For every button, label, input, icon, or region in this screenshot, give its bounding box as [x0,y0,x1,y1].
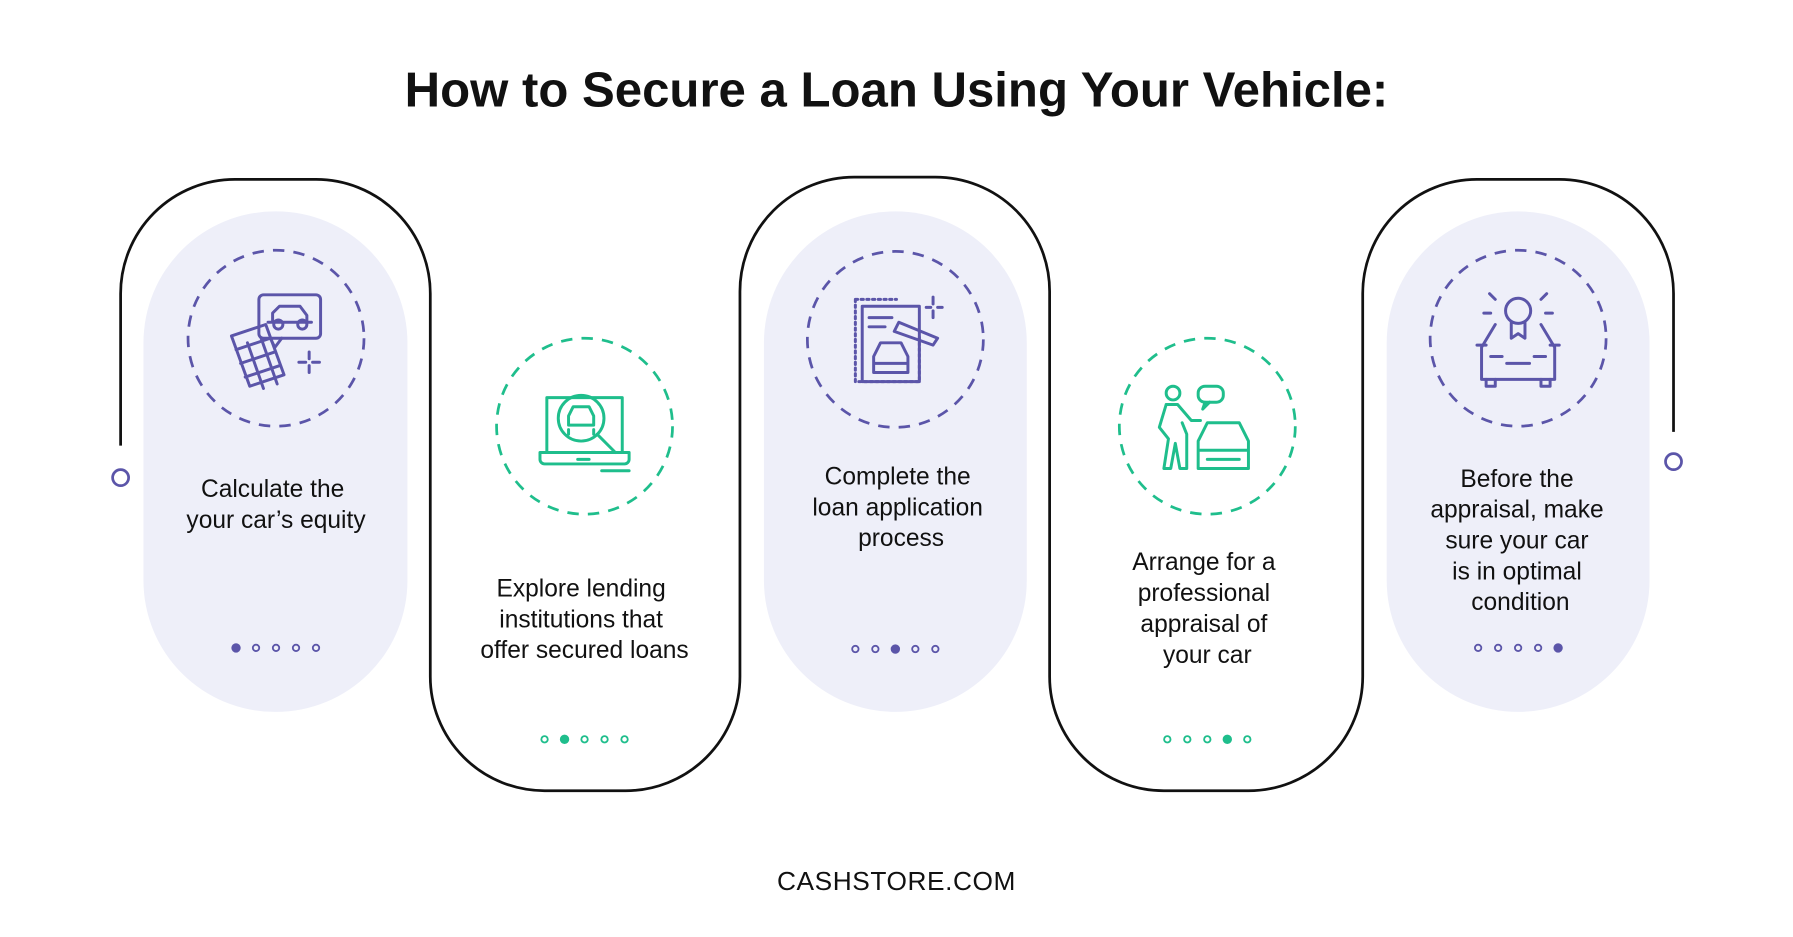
step-1-text: Calculate the your car’s equity [186,476,366,534]
step-4-dashed-circle [1117,336,1297,516]
progress-dot [1243,735,1252,744]
progress-dot-active [559,734,570,745]
end-node-icon [1664,452,1683,472]
progress-dot [911,644,920,654]
progress-dot [931,644,940,654]
progress-dot [1474,643,1483,653]
calculator-car-icon [229,293,323,390]
progress-dot [1494,643,1503,653]
step-3-pill [763,211,1027,712]
start-node-icon [111,468,130,488]
progress-dot [1163,735,1172,744]
step-5-text: Before the appraisal, make sure your car… [1430,466,1610,616]
step-1-pill [143,211,408,712]
progress-dot [620,735,629,744]
step-2-dashed-circle [495,336,674,516]
progress-dot [291,643,301,653]
application-form-car-icon [853,295,944,384]
footer-brand: CASHSTORE.COM [777,866,1016,896]
step-4-text: Arrange for a professional appraisal of … [1132,549,1282,669]
progress-dot [600,735,609,744]
award-car-icon [1475,292,1561,388]
progress-dot [1203,735,1212,744]
progress-dot-active [890,644,901,654]
progress-dot [271,643,281,653]
step-progress-dots [231,643,1563,745]
progress-dot [851,644,860,654]
step-2-text: Explore lending institutions that offer … [480,575,688,664]
progress-dot-active [1553,643,1563,653]
progress-dot [871,644,880,654]
progress-dot [311,643,321,653]
step-5-pill [1386,211,1650,712]
progress-dot [1514,643,1523,653]
progress-dot-active [1222,734,1232,745]
step-3-text: Complete the loan application process [812,463,989,552]
page-title: How to Secure a Loan Using Your Vehicle: [405,63,1389,117]
progress-dot [1183,735,1192,744]
progress-dot [251,643,261,653]
step-5-dashed-circle [1428,248,1608,428]
progress-dot-active [231,643,241,653]
progress-dot [580,735,589,744]
laptop-search-car-icon [538,393,631,473]
progress-dot [1534,643,1543,653]
step-1-dashed-circle [186,248,366,428]
appraiser-car-icon [1157,384,1250,470]
progress-dot [540,735,549,744]
step-3-dashed-circle [805,250,985,429]
connector-outline [119,175,1675,793]
